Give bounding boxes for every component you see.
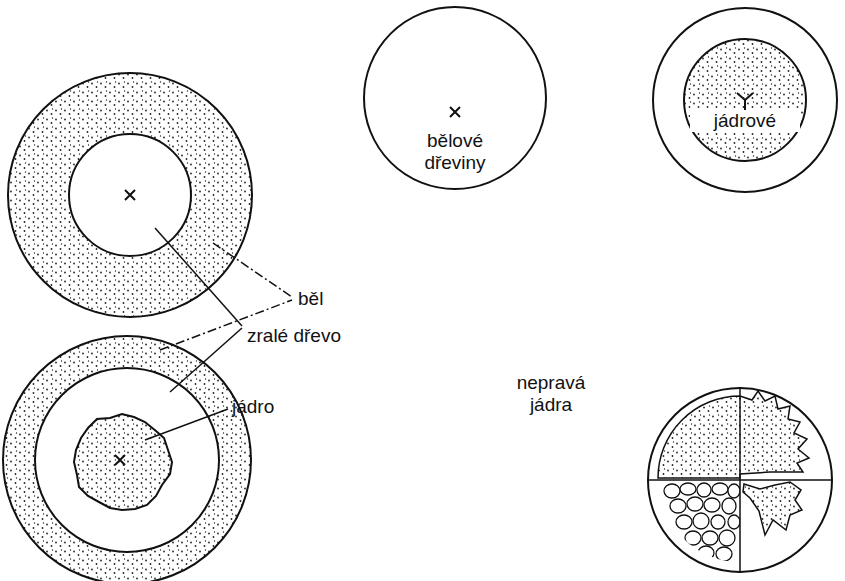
stem-outline <box>648 388 832 572</box>
heartwood-core: jádrové <box>683 38 807 162</box>
circle-outline <box>364 7 546 189</box>
text-holder: jádrové <box>683 38 807 132</box>
mosaic-cell <box>716 547 732 561</box>
leader-line <box>170 328 242 392</box>
mosaic-cell <box>702 531 718 545</box>
mosaic-cell <box>693 513 709 529</box>
ripe-wood-label: zralé dřevo <box>247 325 341 347</box>
mosaic-cell <box>722 498 736 514</box>
circle-outline <box>684 39 806 161</box>
quadrant-lines <box>648 388 832 572</box>
mosaic-false-heartwood <box>664 483 740 561</box>
flame-false-heartwood <box>743 482 802 535</box>
shape-text: jádrové <box>690 110 800 132</box>
heartwood-core <box>74 414 172 510</box>
mosaic-cell <box>697 483 711 497</box>
leader-line <box>213 243 292 297</box>
pith-mark <box>450 107 460 117</box>
leader-line <box>155 228 242 326</box>
mosaic-cell <box>704 498 720 512</box>
mosaic-cell <box>664 484 680 498</box>
mosaic-cell <box>698 546 714 560</box>
mosaic-cell <box>680 483 696 495</box>
mosaic-cell <box>728 484 740 498</box>
mosaic-cell <box>670 499 686 513</box>
false-heartwood-label: nepravá jádra <box>508 372 594 416</box>
sapwood-ring <box>8 73 252 317</box>
mosaic-cell <box>719 530 735 546</box>
heartwood-label: jádro <box>232 396 274 418</box>
mosaic-cell <box>728 515 740 529</box>
shape-text: bělové dřeviny <box>412 130 498 174</box>
mosaic-cell <box>711 515 725 529</box>
sapwood-ring <box>3 336 251 581</box>
ripe-wood-leaders <box>155 228 242 392</box>
sapwood-species-circle: bělové dřeviny <box>363 6 547 190</box>
circle-outline <box>683 38 807 162</box>
pith-mark <box>115 455 125 465</box>
sapwood-label: běl <box>298 288 323 310</box>
ripe-wood-zone <box>35 368 219 552</box>
leader-line <box>145 409 228 440</box>
text-holder: bělové dřeviny <box>363 6 547 174</box>
mosaic-cell <box>687 497 703 511</box>
ripe-wood-zone <box>69 134 191 256</box>
pith-mark <box>125 190 135 200</box>
stem-outline <box>653 8 837 192</box>
mosaic-cell <box>676 515 692 529</box>
irregular-false-heartwood <box>658 391 809 478</box>
mosaic-cell <box>712 483 728 495</box>
mosaic-cell <box>685 531 701 545</box>
